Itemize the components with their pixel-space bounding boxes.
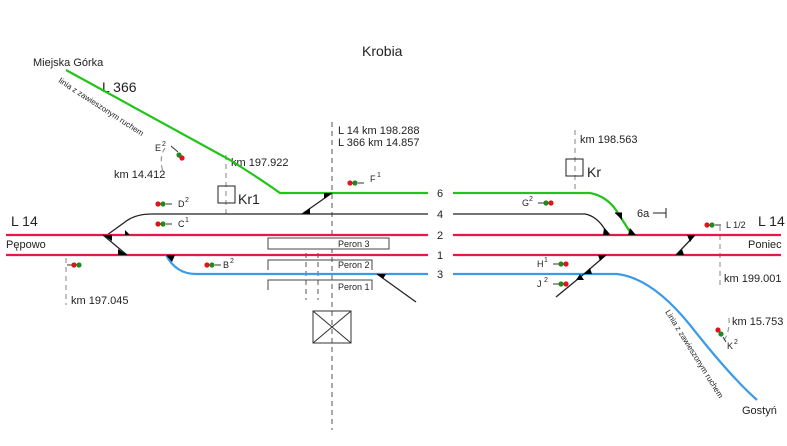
signal-k-label: K [727,341,733,351]
signal-f-sup: 1 [377,172,381,179]
signal-h-sup: 1 [544,257,548,264]
km-label-center-l366: L 366 km 14.857 [338,137,420,149]
track-3-west [165,254,428,276]
signal-j [553,281,569,287]
signal-f [347,180,364,186]
track-6a-label: 6a [637,208,650,220]
track-4-east [453,213,611,236]
track-number-2: 2 [437,230,443,242]
station-pepowo: Pępowo [6,239,46,251]
switch-marker [603,228,610,235]
km-label-left: km 197.045 [71,295,128,307]
signal-c-sup: 1 [185,217,189,224]
signal-entry-west [67,262,82,268]
platform-3-label: Peron 3 [338,239,370,249]
km-label-kr1: km 197.922 [231,157,288,169]
signal-box-kr1-label: Kr1 [238,191,260,207]
signal-b-label: B [223,260,229,270]
line-label-l14-right: L 14 [758,213,785,229]
signal-k-sup: 2 [734,339,738,346]
station-gostyn: Gostyń [742,405,777,417]
platform-1 [267,279,373,290]
switch-marker [125,230,130,235]
switch-marker [576,274,584,280]
suspended-note-lower: Linia z zawieszonym ruchem [663,308,725,400]
platform-3 [267,237,390,250]
km-label-center-l14: L 14 km 198.288 [338,125,420,137]
track-6-east [453,191,633,236]
km-label-kr: km 198.563 [580,134,637,146]
signal-h [553,261,569,267]
signal-d [155,201,172,207]
switch-marker [598,255,606,261]
station-poniec: Poniec [748,239,782,251]
km-line-e [160,147,166,176]
signal-c [155,221,172,227]
station-title: Krobia [362,43,403,59]
switch-marker [103,235,112,241]
signal-b [204,262,221,268]
switch-marker [166,255,175,262]
signal-box-kr-label: Kr [587,164,601,180]
signal-j-sup: 2 [544,277,548,284]
signal-g-label: G [522,198,529,208]
signal-box-kr1 [217,185,236,204]
signal-j-label: J [537,279,542,289]
switch-marker [687,235,695,242]
track-4-west [106,213,428,236]
km-label-right: km 199.001 [724,273,781,285]
crossover-west-2-1 [102,234,128,256]
km-label-k: km 15.753 [732,316,783,328]
signal-h-label: H [537,259,544,269]
switch-marker [377,274,386,279]
signal-g-sup: 2 [529,196,533,203]
track-number-1: 1 [437,250,443,262]
signal-d-sup: 2 [185,197,189,204]
signal-box-kr [565,158,584,177]
siding-track [376,273,417,303]
track-number-6: 6 [437,188,443,200]
track-3-east-gostyn [453,272,758,401]
track-number-3: 3 [437,269,443,281]
switch-marker [584,268,592,274]
signal-d-label: D [178,199,185,209]
switch-marker [324,193,332,199]
signal-c-label: C [178,219,185,229]
switch-marker [302,208,310,214]
platform-1-label: Peron 1 [338,282,370,292]
signal-e-sup: 2 [162,141,166,148]
signal-k [715,327,727,343]
signal-l [704,222,721,228]
station-building-icon [312,310,352,344]
line-label-l366: L 366 [102,79,137,95]
signal-f-label: F [370,174,376,184]
signal-g [538,200,554,206]
switch-marker [615,213,622,220]
signal-e-label: E [155,143,161,153]
switch-marker [628,228,636,235]
km-label-e: km 14.412 [114,169,165,181]
line-label-l14-left: L 14 [11,213,38,229]
track-number-4: 4 [437,209,443,221]
platform-2 [267,259,373,270]
track-6-l366 [65,69,428,195]
km-line-k [722,317,730,343]
platform-2-label: Peron 2 [338,260,370,270]
station-miejska-gorka: Miejska Górka [33,57,104,69]
signal-l-label: L 1/2 [726,220,746,230]
signal-b-sup: 2 [230,258,234,265]
switch-marker [118,249,127,255]
signal-e [170,145,185,161]
switch-marker [676,249,684,255]
